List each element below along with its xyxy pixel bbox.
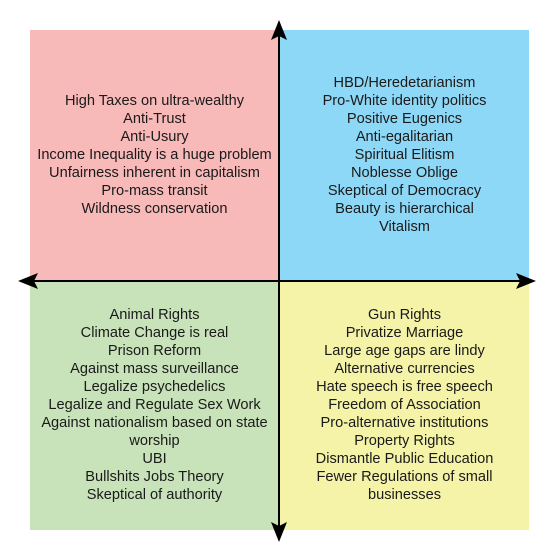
list-item: Hate speech is free speech [316,379,493,395]
list-item: Skeptical of authority [86,487,223,503]
list-item: Legalize psychedelics [83,379,226,395]
list-item: Fewer Regulations of small businesses [316,469,493,503]
list-item: Anti-Usury [120,129,189,145]
list-item: Wildness conservation [81,201,228,217]
list-item: UBI [142,451,167,467]
list-item: Large age gaps are lindy [324,343,485,359]
list-item: Against nationalism based on state worsh… [41,415,268,449]
list-item: Noblesse Oblige [350,165,459,181]
list-item: Gun Rights [367,307,441,323]
list-item: Beauty is hierarchical [335,201,474,217]
list-item: Climate Change is real [80,325,229,341]
list-item: HBD/Heredetarianism [333,75,476,91]
arrow-right-icon [516,273,536,289]
list-item: Against mass surveillance [70,361,239,377]
list-item: Property Rights [354,433,455,449]
list-item: Prison Reform [107,343,202,359]
list-item: Dismantle Public Education [315,451,494,467]
list-item: Income Inequality is a huge problem [37,147,272,163]
arrow-up-icon [271,20,287,40]
list-item: Privatize Marriage [345,325,464,341]
list-item: Anti-Trust [123,111,186,127]
list-item: Animal Rights [109,307,200,323]
list-item: Legalize and Regulate Sex Work [48,397,261,413]
list-item: Bullshits Jobs Theory [85,469,224,485]
list-item: Skeptical of Democracy [327,183,482,199]
list-item: Pro-mass transit [101,183,208,199]
arrow-left-icon [18,273,38,289]
list-item: Positive Eugenics [346,111,463,127]
list-item: Vitalism [379,219,430,235]
arrow-down-icon [271,522,287,542]
list-item: Unfairness inherent in capitalism [49,165,260,181]
list-item: Spiritual Elitism [354,147,455,163]
list-item: Pro-White identity politics [322,93,487,109]
list-item: Freedom of Association [328,397,481,413]
list-item: High Taxes on ultra-wealthy [64,93,244,109]
list-item: Anti-egalitarian [355,129,454,145]
list-item: Pro-alternative institutions [320,415,489,431]
list-item: Alternative currencies [334,361,475,377]
